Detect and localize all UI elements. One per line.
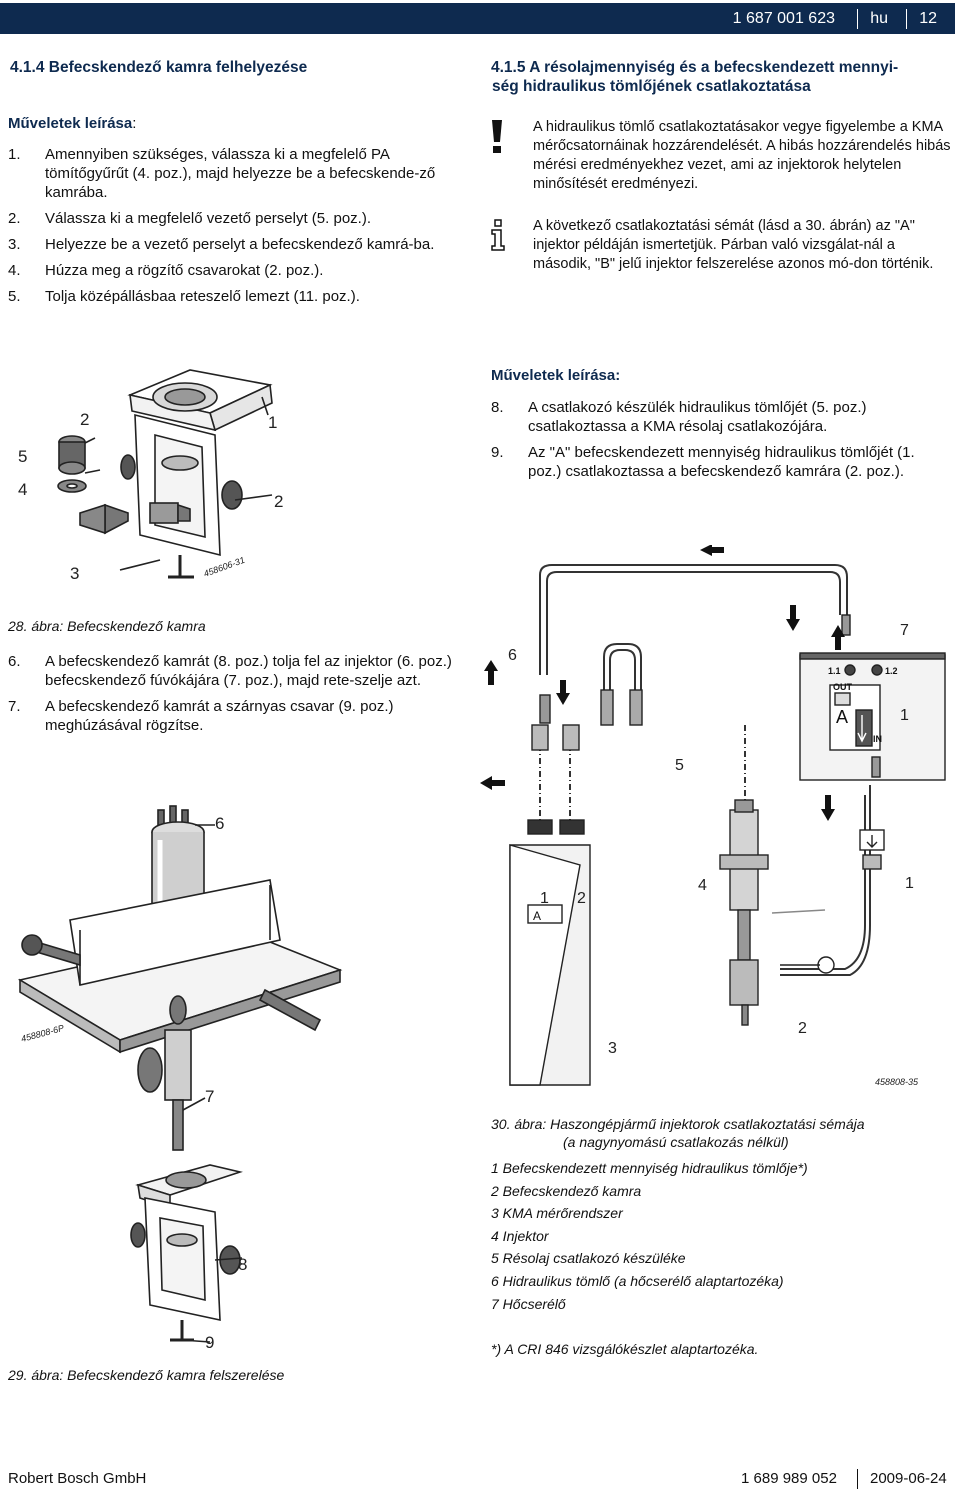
- fig28-label: 4: [18, 480, 27, 499]
- footer-separator: [857, 1469, 858, 1489]
- warning-text: A hidraulikus tömlő csatlakoztatásakor v…: [533, 119, 951, 192]
- step-item: 7. A befecskendező kamrát a szárnyas csav…: [8, 697, 463, 735]
- step-item: 3. Helyezze be a vezető perselyt a befecs…: [8, 235, 463, 254]
- fig30-label: 4: [698, 877, 707, 894]
- step-number: 2.: [8, 210, 21, 227]
- ops-label-colon: :: [132, 115, 137, 132]
- figure-30-connection-scheme: 7 6 1 5 4 1 2 3 1 2 1.1 1.2 OUT IN A A 4…: [480, 545, 946, 1087]
- legend-item: 7 Hőcserélő: [491, 1295, 566, 1312]
- step-text: Helyezze be a vezető perselyt a befecske…: [45, 236, 435, 253]
- legend-item: 3 KMA mérőrendszer: [491, 1205, 623, 1222]
- fig28-label: 2: [274, 492, 283, 511]
- fig30-panel-text: 1.2: [885, 666, 898, 676]
- figure-28-caption: 28. ábra: Befecskendező kamra: [8, 618, 206, 634]
- fig30-label: 1: [905, 875, 914, 892]
- step-number: 4.: [8, 262, 21, 279]
- step-text: Amennyiben szükséges, válassza ki a megf…: [45, 146, 436, 201]
- legend-item: 2 Befecskendező kamra: [491, 1182, 642, 1199]
- fig28-label: 1: [268, 413, 277, 432]
- figure-29-chamber-mounting: 6 7 8 9 458808-6P: [17, 805, 343, 1352]
- step-text: Az "A" befecskendezett mennyiség hidraul…: [528, 444, 915, 480]
- info-icon: [491, 219, 505, 251]
- header-doc-number: 1 687 001 623: [732, 10, 835, 27]
- fig30-panel-text: IN: [873, 734, 882, 744]
- page-header: 1 687 001 623 hu 12: [0, 3, 955, 34]
- steps-list-1-5: 1. Amennyiben szükséges, válassza ki a me…: [8, 145, 463, 313]
- figure-29-caption: 29. ábra: Befecskendező kamra felszerelé…: [8, 1367, 285, 1383]
- steps-list-6-7: 6. A befecskendező kamrát (8. poz.) tolja…: [8, 652, 463, 742]
- fig30-label: 1: [900, 707, 909, 724]
- footer-company: Robert Bosch GmbH: [8, 1470, 147, 1487]
- footnote: *) A CRI 846 vizsgálókészlet alaptartozé…: [491, 1341, 759, 1357]
- header-separator: [906, 9, 907, 29]
- step-item: 9. Az "A" befecskendezett mennyiség hidra…: [491, 443, 951, 481]
- step-item: 8. A csatlakozó készülék hidraulikus töml…: [491, 398, 951, 436]
- section-title-line-2: ség hidraulikus tömlőjének csatlakoztatá…: [492, 78, 811, 95]
- fig28-label: 2: [80, 410, 89, 429]
- info-text: A következő csatlakoztatási sémát (lásd …: [533, 218, 934, 272]
- fig29-label: 6: [215, 814, 224, 833]
- step-item: 6. A befecskendező kamrát (8. poz.) tolja…: [8, 652, 463, 690]
- fig30-label: 6: [508, 647, 517, 664]
- legend-item: 6 Hidraulikus tömlő (a hőcserélő alaptar…: [491, 1272, 784, 1289]
- fig30-panel-text: A: [836, 707, 848, 727]
- figure-30-caption: 30. ábra: Haszongépjármű injektorok csat…: [491, 1115, 865, 1151]
- header-page-number: 12: [919, 10, 937, 27]
- step-number: 5.: [8, 288, 21, 305]
- step-text: Húzza meg a rögzítő csavarokat (2. poz.)…: [45, 262, 324, 279]
- fig28-code: 458606-31: [202, 555, 246, 579]
- section-title-line-1: 4.1.5 A résolajmennyiség és a befecskend…: [491, 59, 899, 76]
- step-text: Tolja középállásbaa reteszelő lemezt (11…: [45, 288, 360, 305]
- figure-30-legend: 1 Befecskendezett mennyiség hidraulikus …: [491, 1157, 808, 1315]
- step-number: 9.: [491, 444, 504, 461]
- legend-item: 1 Befecskendezett mennyiség hidraulikus …: [491, 1160, 808, 1176]
- fig30-label: 7: [900, 622, 909, 639]
- exclamation-icon: [492, 120, 502, 153]
- ops-label-left: Műveletek leírása:: [8, 114, 136, 133]
- step-number: 6.: [8, 653, 21, 670]
- step-number: 3.: [8, 236, 21, 253]
- step-text: A befecskendező kamrát (8. poz.) tolja f…: [45, 653, 452, 689]
- step-number: 1.: [8, 146, 21, 163]
- step-text: Válassza ki a megfelelő vezető perselyt …: [45, 210, 371, 227]
- steps-list-8-9: 8. A csatlakozó készülék hidraulikus töml…: [491, 398, 951, 488]
- fig30-panel-text: 1.1: [828, 666, 841, 676]
- step-number: 7.: [8, 698, 21, 715]
- section-title-414: 4.1.4 Befecskendező kamra felhelyezése: [10, 59, 308, 76]
- fig30-label: 5: [675, 757, 684, 774]
- fig28-label: 5: [18, 447, 27, 466]
- ops-label-text: Műveletek leírása: [8, 115, 133, 132]
- fig30-code: 458808-35: [875, 1077, 919, 1087]
- step-text: A csatlakozó készülék hidraulikus tömlőj…: [528, 399, 867, 435]
- ops-label-right: Műveletek leírása:: [491, 367, 621, 384]
- fig30-label: 1: [540, 890, 549, 907]
- fig29-code: 458808-6P: [20, 1023, 65, 1044]
- fig29-label: 9: [205, 1333, 214, 1352]
- footer-doc-number: 1 689 989 052: [741, 1470, 837, 1487]
- step-item: 5. Tolja középállásbaa reteszelő lemezt (…: [8, 287, 463, 306]
- fig30-panel-text: OUT: [833, 682, 853, 692]
- section-title-415: 4.1.5 A résolajmennyiség és a befecskend…: [491, 58, 898, 96]
- step-text: A befecskendező kamrát a szárnyas csavar…: [45, 698, 394, 734]
- figure-30-caption-line-2: (a nagynyomású csatlakozás nélkül): [563, 1134, 789, 1150]
- footer-date: 2009-06-24: [870, 1470, 947, 1487]
- fig30-label: 3: [608, 1040, 617, 1057]
- step-item: 4. Húzza meg a rögzítő csavarokat (2. poz…: [8, 261, 463, 280]
- step-item: 1. Amennyiben szükséges, válassza ki a me…: [8, 145, 463, 202]
- step-number: 8.: [491, 399, 504, 416]
- fig30-panel-text: A: [533, 909, 541, 923]
- fig29-label: 8: [238, 1255, 247, 1274]
- figure-30-caption-line-1: 30. ábra: Haszongépjármű injektorok csat…: [491, 1116, 865, 1132]
- fig30-label: 2: [577, 890, 586, 907]
- figure-28-injection-chamber: 2 1 5 4 2 3 458606-31: [18, 369, 283, 583]
- fig28-label: 3: [70, 564, 79, 583]
- legend-item: 4 Injektor: [491, 1227, 549, 1244]
- legend-item: 5 Résolaj csatlakozó készüléke: [491, 1250, 686, 1267]
- fig29-label: 7: [205, 1087, 214, 1106]
- step-item: 2. Válassza ki a megfelelő vezető persely…: [8, 209, 463, 228]
- header-language: hu: [870, 10, 888, 27]
- header-separator: [857, 9, 858, 29]
- fig30-label: 2: [798, 1020, 807, 1037]
